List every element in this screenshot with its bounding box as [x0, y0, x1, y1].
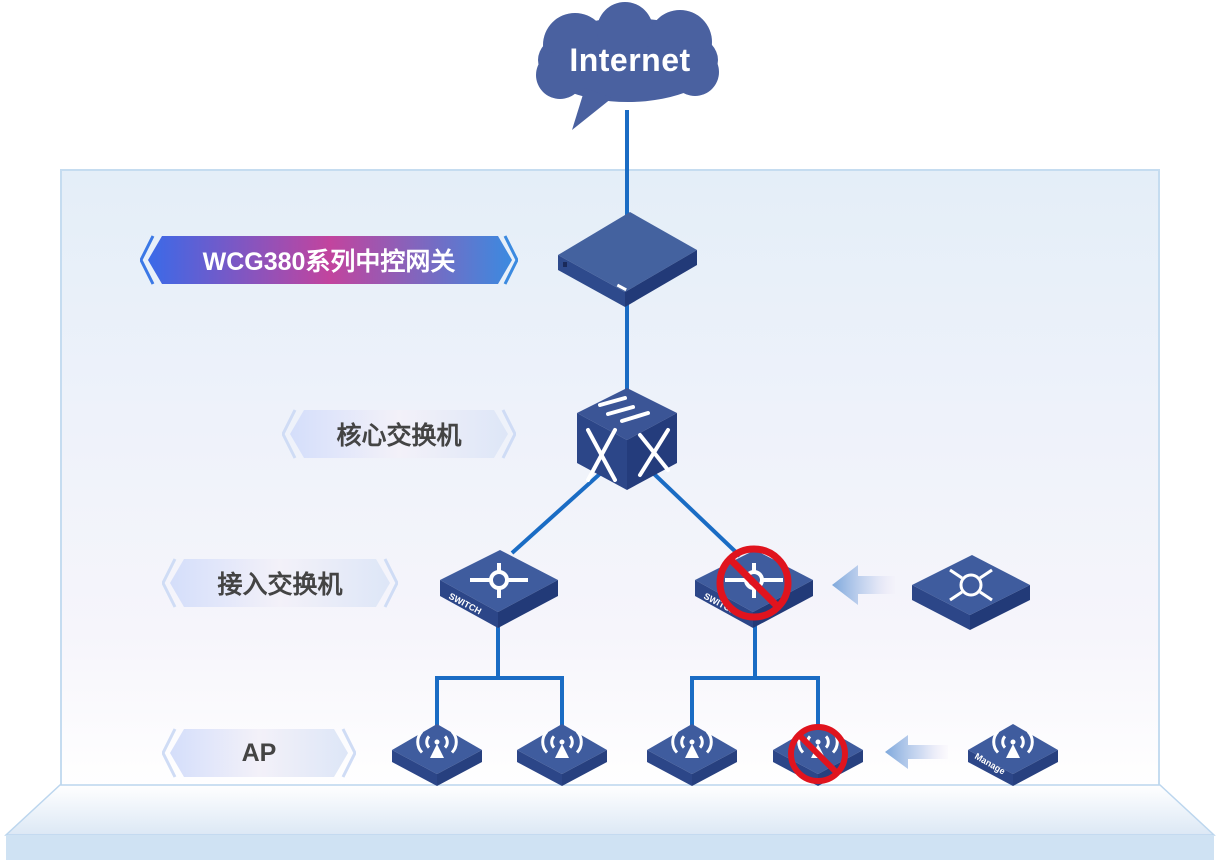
- internet-cloud-icon: [536, 2, 719, 130]
- link-left-ap-bus: [435, 676, 564, 735]
- ap-manage-icon: [968, 724, 1058, 786]
- replace-arrow-ap-icon: [885, 735, 948, 769]
- ap-1-icon: [392, 724, 482, 786]
- links: [435, 110, 820, 735]
- link-right-ap-bus: [690, 676, 820, 735]
- tier-label-core: 核心交换机: [282, 408, 516, 460]
- internet-label: Internet: [569, 42, 691, 78]
- ap-devices: [392, 724, 1058, 786]
- tier-label-core-text: 核心交换机: [336, 422, 462, 450]
- tier-label-access-text: 接入交换机: [217, 571, 343, 599]
- l2-switch-icon: [912, 555, 1030, 630]
- tier-label-gateway-text: WCG380系列中控网关: [202, 248, 456, 276]
- core-switch-icon: [577, 388, 677, 490]
- link-core-access-right: [650, 470, 742, 558]
- tier-label-access: 接入交换机: [162, 557, 398, 609]
- link-core-access-left: [510, 470, 604, 555]
- tier-label-gateway: WCG380系列中控网关: [140, 234, 518, 286]
- prohibit-switch-icon: [716, 545, 792, 621]
- gateway-device-icon: [558, 212, 697, 307]
- tier-label-ap: AP: [162, 727, 356, 779]
- ap-3-icon: [647, 724, 737, 786]
- replace-arrow-switch-icon: [832, 565, 895, 605]
- ap-2-icon: [517, 724, 607, 786]
- access-switch-left-icon: SWITCH: [440, 550, 558, 628]
- tier-label-ap-text: AP: [241, 738, 277, 767]
- prohibit-ap-icon: [788, 724, 848, 784]
